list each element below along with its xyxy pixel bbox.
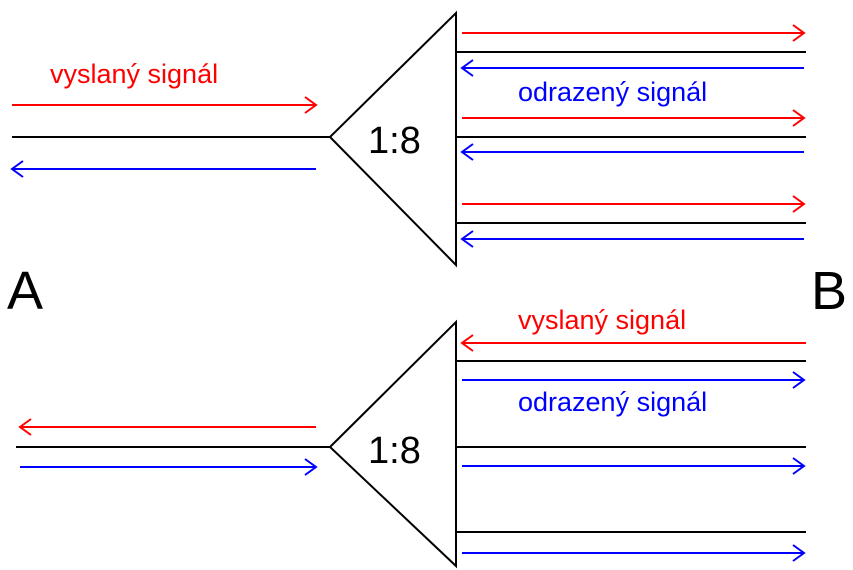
top-right-reflected-arrow-2 (460, 143, 804, 161)
top-sent-signal-label: vyslaný signál (50, 59, 218, 89)
side-a-label: A (7, 261, 43, 321)
top-right-sent-arrow-2 (462, 109, 806, 127)
bottom-reflected-signal-label: odrazený signál (518, 387, 707, 417)
top-right-reflected-arrow-3 (460, 230, 804, 248)
top-splitter-diagram: vyslaný signál 1:8 odrazený signál (10, 10, 806, 268)
top-reflected-signal-label: odrazený signál (518, 77, 707, 107)
top-left-reflected-arrow (10, 160, 316, 178)
bottom-split-ratio-label: 1:8 (368, 430, 421, 472)
bottom-left-sent-arrow (18, 418, 316, 436)
bottom-right-reflected-arrow-3 (462, 544, 806, 562)
top-right-reflected-arrow-1 (460, 59, 804, 77)
top-splitter-triangle (328, 10, 457, 268)
bottom-sent-signal-label: vyslaný signál (518, 305, 686, 335)
side-b-label: B (811, 261, 847, 321)
top-right-sent-arrow-1 (462, 24, 806, 42)
bottom-right-sent-arrow (460, 334, 806, 352)
top-left-sent-arrow (12, 96, 318, 114)
top-right-sent-arrow-3 (462, 195, 806, 213)
bottom-left-reflected-arrow (20, 458, 318, 476)
bottom-splitter-triangle (328, 319, 457, 569)
bottom-splitter-diagram: 1:8 vyslaný signál odrazený signál (16, 305, 806, 569)
bottom-right-reflected-arrow-1 (462, 371, 806, 389)
top-split-ratio-label: 1:8 (368, 120, 421, 162)
bottom-right-reflected-arrow-2 (462, 457, 806, 475)
